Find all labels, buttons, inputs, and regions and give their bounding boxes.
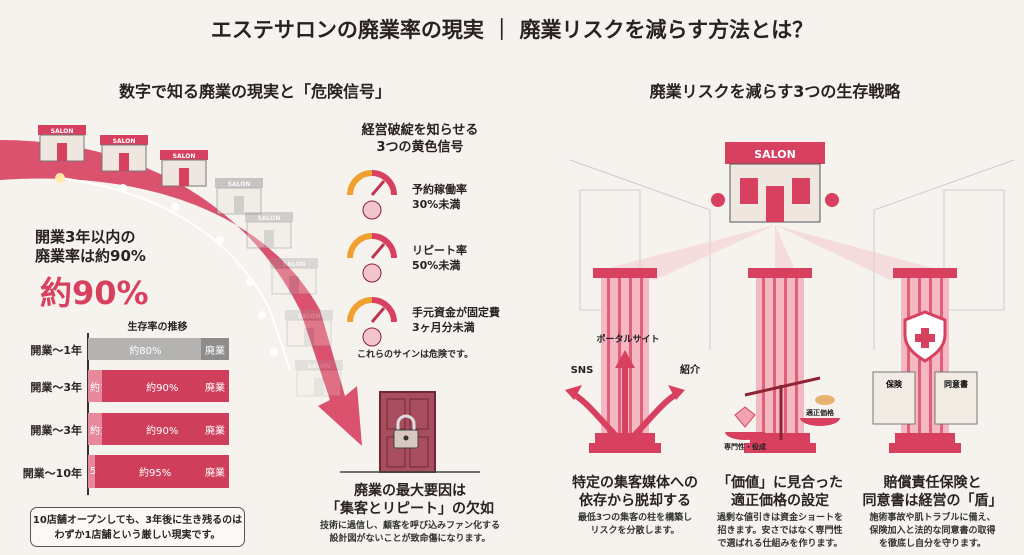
cause-title-1: 廃業の最大要因は [354,483,466,499]
p3-title-1: 賠償責任保険と [883,475,982,491]
bar-closure-segment: 約90%廃業 [102,370,229,402]
callout-box: 10店舗オープンしても、3年後に生き残るのは わずか1店舗という厳しい現実です。 [30,507,245,547]
signals-title-2: 3つの黄色信号 [376,140,464,155]
p1-text-1: 最低3つの集客の柱を構築し [577,513,693,523]
p2-text-3: で選ばれる仕組みを作ります。 [717,539,843,549]
chart-bar-row: 約10%約90%廃業 [88,370,229,402]
signals-title-1: 経営破綻を知らせる [361,123,479,138]
bar-closure-segment: 約90%廃業 [102,413,229,445]
svg-text:SALON: SALON [308,363,331,370]
p2-title-2: 適正価格の設定 [731,493,829,509]
svg-text:SALON: SALON [283,261,306,268]
bar-closure-segment: 約95%廃業 [95,455,229,488]
salon-building-icon: SALON [270,258,318,295]
decline-curve-illustration: SALON SALON SALON SALON SALON SALON SALON SALON [0,125,362,446]
p3-title-2: 同意書は経営の「盾」 [862,493,1003,509]
bar-survival-segment: 約80% [88,338,201,360]
svg-text:適正価格: 適正価格 [806,408,835,417]
svg-text:SALON: SALON [51,128,74,135]
bar-survival-segment: 約10% [88,413,122,445]
svg-text:保険: 保険 [885,379,903,389]
svg-text:SNS: SNS [571,365,594,376]
svg-text:SALON: SALON [228,181,251,188]
chart-bar-row: 5%約95%廃業 [88,455,229,488]
chart-row-label: 開業〜3年 [30,424,82,437]
big-figure: 約90% [40,274,149,312]
p1-title-1: 特定の集客媒体への [572,475,698,491]
strategy-pillars-illustration: SALON SNS ポータルサイト 紹介 専門性・役成 適正価格 保険 同意書 [565,142,1015,453]
chart-axis [87,333,89,495]
left-subtitle: 数字で知る廃業の現実と「危険信号」 [118,82,391,101]
signals-note: これらのサインは危険です。 [357,350,474,360]
p3-text-1: 施術事故や肌トラブルに備え、 [869,513,996,523]
locked-door-icon [340,391,480,473]
page-title: エステサロンの廃業率の現実 ｜ 廃業リスクを減らす方法とは？ [210,18,814,42]
customers-icon [347,233,397,283]
chart-row-label: 開業〜3年 [30,381,82,394]
signal-3-line2: 3ヶ月分未満 [412,321,475,334]
svg-text:SALON: SALON [298,313,321,320]
bar-survival-segment: 約10% [88,370,122,402]
chart-title: 生存率の推移 [127,322,188,333]
money-icon [347,297,397,347]
bar-closure-segment: 廃業 [200,338,229,360]
svg-text:専門性・役成: 専門性・役成 [724,442,766,451]
callout-line1: 10店舗オープンしても、3年後に生き残るのは [32,515,243,526]
p1-text-2: リスクを分散します。 [590,526,680,536]
p3-text-2: 保険加入と法的な同意書の取得 [869,526,996,536]
svg-text:SALON: SALON [113,138,136,145]
chart-bar-row: 約80%廃業 [88,338,229,360]
cause-text-2: 設計図がないことが致命傷になります。 [329,534,491,544]
salon-building-icon: SALON [215,178,263,215]
right-subtitle: 廃業リスクを減らす3つの生存戦略 [649,82,901,101]
cause-text-1: 技術に過信し、顧客を呼び込みファン化する [319,521,500,531]
svg-text:ポータルサイト: ポータルサイト [596,333,659,345]
salon-sign-text: SALON [754,148,796,161]
p3-text-3: を徹底し自分を守ります。 [878,539,987,549]
pillar-icon [744,268,816,453]
svg-text:紹介: 紹介 [680,363,701,376]
headline-line1: 開業3年以内の [35,228,136,246]
gauge-icons [347,170,397,347]
callout-line2: わずか1店舗という厳しい現実です。 [54,530,221,541]
p2-text-2: 招きます。安さではなく専門性 [717,526,843,536]
salon-building-icon: SALON [285,310,333,347]
chart-row-label: 開業〜1年 [30,344,82,357]
chart-row-label: 開業〜10年 [22,466,82,480]
salon-building-icon: SALON [38,125,86,162]
svg-text:SALON: SALON [173,153,196,160]
salon-building-icon: SALON [160,150,208,187]
chart-bar-row: 約10%約90%廃業 [88,413,229,445]
salon-building-icon: SALON [100,135,148,172]
signal-3-line1: 手元資金が固定費 [412,306,500,319]
p1-title-2: 依存から脱却する [579,493,691,509]
svg-text:同意書: 同意書 [944,379,968,389]
p2-text-1: 過剰な値引きは資金ショートを [716,513,843,523]
signal-2-line2: 50%未満 [412,259,461,272]
signal-2-line1: リピート率 [412,244,467,257]
svg-text:SALON: SALON [258,215,281,222]
p2-title-1: 「価値」に見合った [717,475,843,491]
clock-icon [347,170,397,220]
salon-building-icon: SALON [295,360,343,397]
signal-1-line2: 30%未満 [412,198,461,211]
cause-title-2: 「集客とリピート」の欠如 [326,501,494,517]
salon-building-icon: SALON [245,212,293,249]
signal-1-line1: 予約稼働率 [412,183,467,196]
headline-line2: 廃業率は約90% [35,247,146,265]
bar-survival-segment: 5% [88,455,106,488]
